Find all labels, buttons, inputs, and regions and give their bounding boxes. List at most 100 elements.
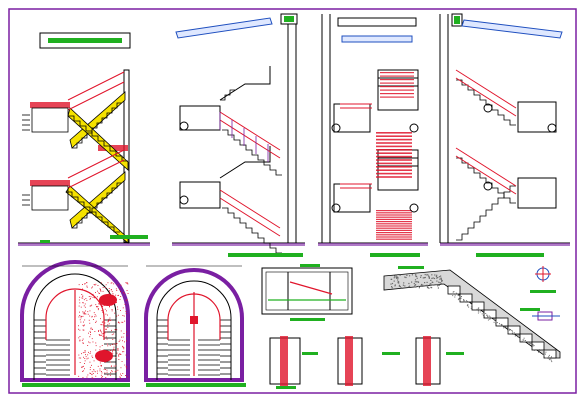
hatch-dot (95, 345, 97, 347)
hatch-dot (506, 326, 508, 328)
hatch-dot (84, 319, 86, 321)
hatch-dot (97, 309, 99, 311)
hatch-dot (97, 365, 99, 367)
hatch-dot (81, 316, 83, 317)
tread-block (471, 301, 485, 311)
hatch-dot (86, 285, 88, 287)
hatch-dot (127, 293, 129, 294)
hatch-dot (82, 311, 84, 313)
hatch-dot (394, 284, 396, 286)
hatch-dot (108, 320, 109, 321)
hatch-dot (399, 274, 401, 276)
hatch-dot (118, 321, 119, 323)
hatch-dot (122, 351, 123, 353)
hatch-dot (436, 274, 438, 276)
hatch-dot (127, 283, 129, 285)
hatch-dot (87, 357, 89, 359)
hatch-dot (82, 312, 84, 314)
hatch-dot (87, 345, 89, 346)
hatch-dot (109, 344, 111, 346)
hatch-dot (441, 283, 443, 285)
hatch-dot (83, 356, 84, 358)
hatch-dot (122, 315, 124, 316)
hatch-dot (438, 281, 440, 283)
hatch-dot (119, 353, 121, 355)
hatch-dot (404, 276, 406, 278)
hatch-dot (507, 331, 509, 333)
tread-line (376, 214, 412, 216)
tread-line (376, 176, 412, 178)
hatch-dot (89, 342, 91, 344)
hatch-dot (422, 277, 424, 279)
hatch-dot (484, 316, 485, 318)
hatch-dot (97, 306, 99, 307)
hatch-dot (107, 324, 109, 326)
hatch-dot (92, 341, 94, 343)
tread-block (543, 349, 557, 359)
hatch-dot (118, 354, 120, 355)
hatch-dot (114, 329, 116, 331)
stair-plan-arched-right (144, 265, 246, 387)
hatch-dot (95, 375, 97, 377)
hatch-dot (78, 299, 80, 301)
hatch-dot (549, 358, 551, 360)
hatch-dot (471, 304, 473, 306)
hatch-dot (437, 284, 439, 286)
hatch-dot (103, 321, 105, 323)
hatch-dot (112, 293, 114, 295)
hatch-dot (116, 329, 118, 331)
tread-line (376, 159, 412, 161)
hatch-dot (431, 277, 433, 279)
hatch-dot (122, 336, 124, 338)
hatch-dot (84, 350, 86, 351)
hatch-dot (109, 306, 110, 308)
hatch-dot (96, 306, 98, 308)
hatch-dot (118, 355, 120, 357)
hatch-dot (81, 366, 82, 368)
hatch-dot (457, 299, 459, 301)
hatch-dot (478, 308, 480, 310)
hatch-dot (101, 324, 103, 326)
hatch-dot (89, 372, 91, 374)
hatch-dot (110, 282, 112, 284)
hatch-dot (111, 370, 113, 372)
hatch-dot (504, 326, 505, 328)
hatch-dot (92, 373, 94, 374)
hatch-dot (84, 303, 86, 305)
hatch-dot (421, 283, 423, 286)
hatch-dot (499, 323, 500, 325)
hatch-dot (414, 284, 416, 286)
hatch-dot (95, 349, 97, 351)
hatch-dot (99, 349, 101, 351)
hatch-dot (395, 274, 397, 277)
hatch-dot (97, 290, 98, 292)
hatch-dot (94, 316, 96, 318)
hatch-dot (398, 285, 400, 287)
hatch-dot (120, 330, 122, 332)
hatch-dot (470, 303, 472, 304)
hatch-dot (92, 293, 94, 295)
hatch-dot (108, 320, 109, 322)
hatch-dot (400, 287, 402, 289)
hatch-dot (125, 354, 127, 356)
hatch-dot (100, 334, 102, 336)
hatch-dot (114, 349, 116, 351)
tread-line (380, 96, 414, 98)
hatch-dot (88, 296, 90, 297)
hatch-dot (395, 274, 397, 276)
hatch-dot (539, 350, 541, 352)
hatch-dot (107, 314, 108, 316)
hatch-dot (106, 338, 108, 340)
hatch-dot (78, 325, 79, 327)
hatch-dot (548, 359, 550, 361)
hatch-dot (404, 285, 406, 287)
hatch-dot (439, 278, 441, 280)
hatch-dot (113, 365, 115, 367)
hatch-dot (518, 334, 520, 336)
hatch-dot (89, 369, 91, 371)
hatch-dot (122, 373, 124, 374)
hatch-dot (82, 297, 84, 299)
hatch-dot (415, 275, 417, 277)
hatch-dot (118, 341, 120, 342)
hatch-dot (465, 300, 467, 302)
